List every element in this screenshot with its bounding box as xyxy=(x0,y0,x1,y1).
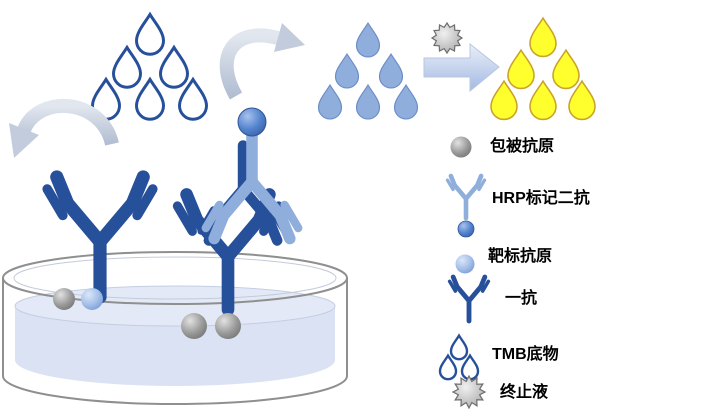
reaction-arrow-right xyxy=(423,42,500,93)
legend-label-target-antigen: 靶标抗原 xyxy=(488,248,553,265)
legend-label-coating-antigen: 包被抗原 xyxy=(490,138,555,155)
stop-solution-icon xyxy=(451,374,487,410)
coating-antigen-sphere-center-2 xyxy=(215,313,241,339)
legend-label-hrp-secondary-antibody: HRP标记二抗 xyxy=(492,190,590,207)
coating-antigen-sphere-center-1 xyxy=(181,313,207,339)
legend-label-stop-solution: 终止液 xyxy=(500,384,549,401)
legend-label-primary-antibody: 一抗 xyxy=(505,290,538,307)
hrp-secondary-antibody-icon xyxy=(448,176,485,238)
well-rim-inner xyxy=(13,256,337,300)
microplate-well xyxy=(1,251,348,405)
product-drops-yellow-cluster xyxy=(490,17,596,121)
target-antigen-icon xyxy=(455,254,475,274)
stop-solution-burst-icon xyxy=(430,21,464,55)
curved-arrow-wash-icon xyxy=(9,98,119,158)
tmb-substrate-icon xyxy=(438,334,480,381)
primary-antibody-icon xyxy=(450,277,489,321)
well-rim xyxy=(2,251,348,305)
legend-icons xyxy=(438,136,489,410)
coating-antigen-icon xyxy=(450,136,472,158)
tmb-substrate-drops-cluster xyxy=(91,12,208,121)
curved-arrow-substrate-icon xyxy=(219,23,305,100)
hrp-enzyme-sphere xyxy=(237,107,267,137)
legend-label-tmb-substrate: TMB底物 xyxy=(492,346,559,363)
target-antigen-sphere-left xyxy=(81,288,103,310)
well-liquid xyxy=(15,306,335,386)
substrate-drops-blue-cluster xyxy=(317,22,419,120)
coating-antigen-sphere-left xyxy=(53,288,75,310)
